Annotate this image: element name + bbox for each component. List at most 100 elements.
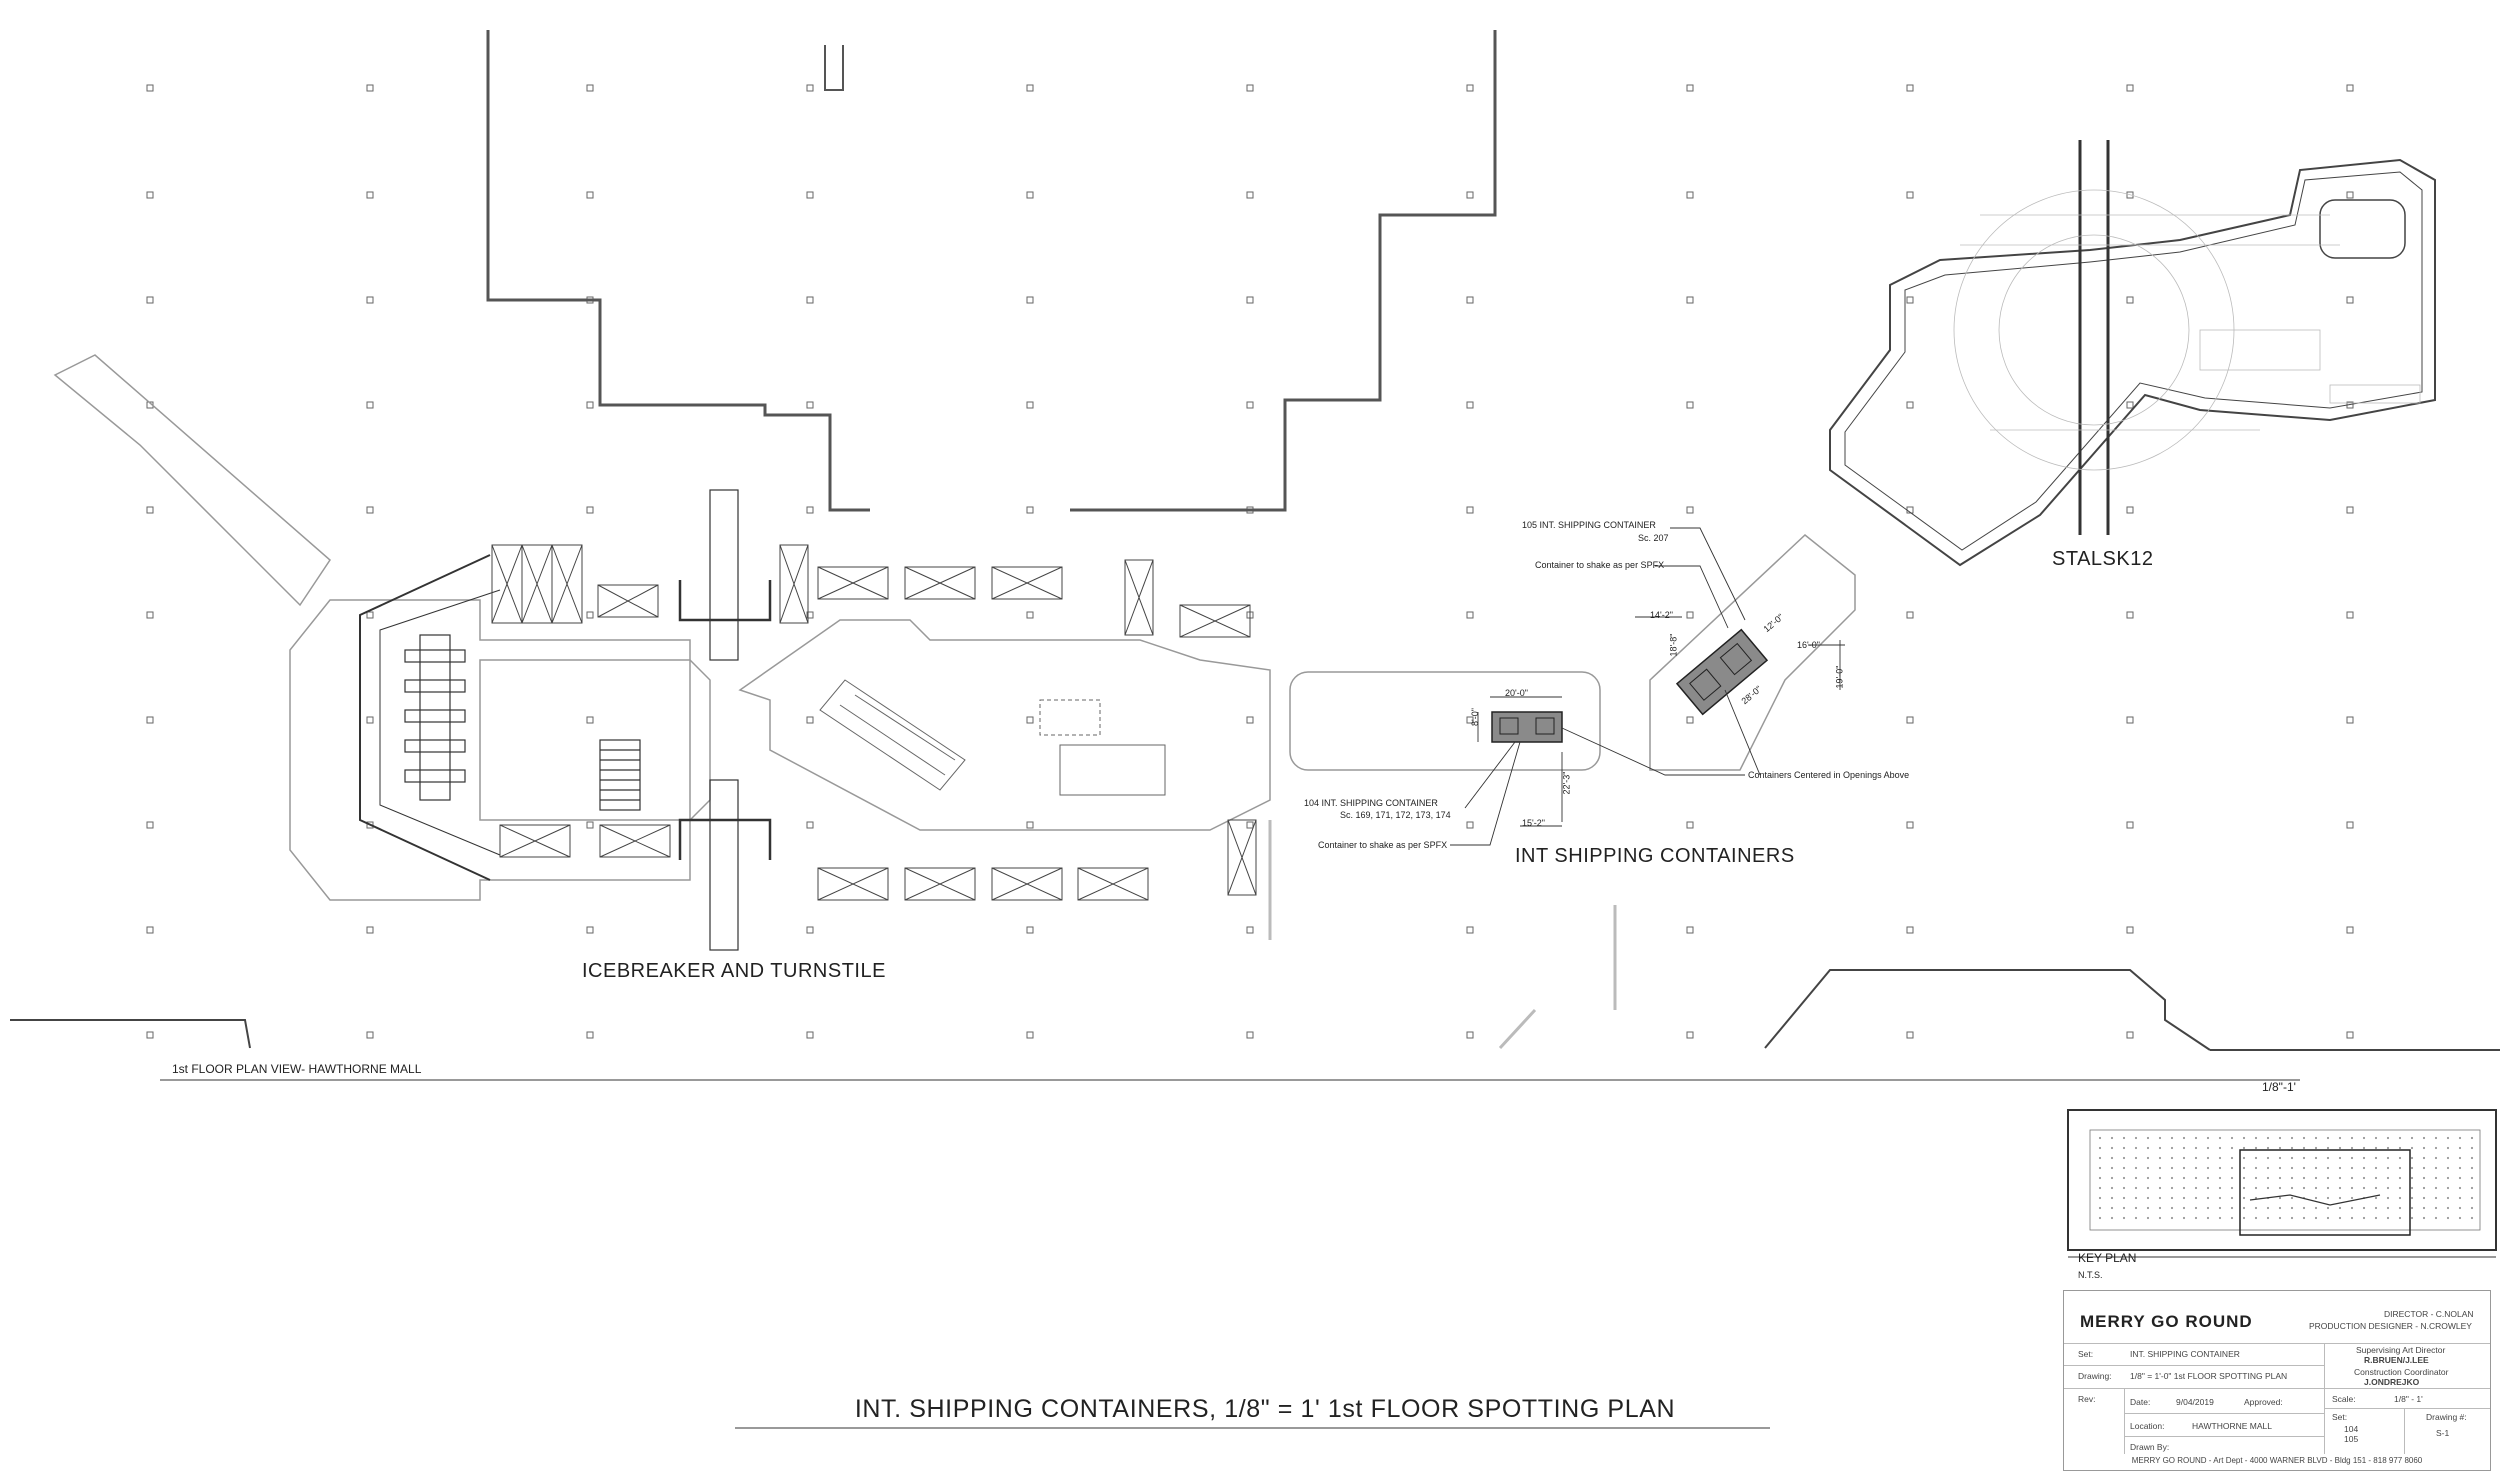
drawing-number-label: Drawing #: xyxy=(2426,1412,2467,1422)
callout-105-title: 105 INT. SHIPPING CONTAINER xyxy=(1522,520,1656,530)
column-marker xyxy=(1466,716,1474,724)
key-plan-label: KEY PLAN xyxy=(2078,1251,2137,1265)
dimension-label: 15'-2" xyxy=(1522,818,1545,828)
display-box xyxy=(817,867,889,901)
key-plan-dot xyxy=(2386,1186,2390,1190)
key-plan-dot xyxy=(2218,1156,2222,1160)
key-plan-dot xyxy=(2170,1216,2174,1220)
key-plan-dot xyxy=(2182,1136,2186,1140)
display-box xyxy=(1077,867,1149,901)
key-plan-dot xyxy=(2314,1166,2318,1170)
key-plan-dot xyxy=(2290,1166,2294,1170)
key-plan-dot xyxy=(2230,1216,2234,1220)
key-plan-dot xyxy=(2278,1156,2282,1160)
container-105 xyxy=(1675,628,1769,716)
column-marker xyxy=(1246,926,1254,934)
key-plan-dot xyxy=(2470,1166,2474,1170)
key-plan-dot xyxy=(2398,1216,2402,1220)
key-plan-dot xyxy=(2278,1136,2282,1140)
key-plan-dot xyxy=(2122,1216,2126,1220)
key-plan-dot xyxy=(2242,1156,2246,1160)
column-marker xyxy=(2126,821,2134,829)
key-plan-dot xyxy=(2326,1196,2330,1200)
key-plan-dot xyxy=(2194,1146,2198,1150)
key-plan-dot xyxy=(2242,1206,2246,1210)
key-plan-dot xyxy=(2266,1176,2270,1180)
key-plan-dot xyxy=(2386,1156,2390,1160)
key-plan-dot xyxy=(2458,1156,2462,1160)
sad-value: R.BRUEN/J.LEE xyxy=(2364,1355,2429,1365)
key-plan-dot xyxy=(2266,1216,2270,1220)
key-plan-dot xyxy=(2374,1146,2378,1150)
key-plan-dot xyxy=(2242,1136,2246,1140)
key-plan-dot xyxy=(2386,1206,2390,1210)
key-plan-dot xyxy=(2302,1176,2306,1180)
key-plan-dot xyxy=(2278,1146,2282,1150)
key-plan-dot xyxy=(2314,1136,2318,1140)
key-plan-dot xyxy=(2098,1186,2102,1190)
dimension-label: 16'-0" xyxy=(1797,640,1820,650)
key-plan-dot xyxy=(2158,1146,2162,1150)
column-marker xyxy=(146,926,154,934)
key-plan-dot xyxy=(2170,1166,2174,1170)
key-plan-dot xyxy=(2158,1166,2162,1170)
column-marker xyxy=(2126,611,2134,619)
key-plan-dot xyxy=(2410,1176,2414,1180)
key-plan-dot xyxy=(2314,1196,2318,1200)
column-marker xyxy=(2126,296,2134,304)
drawn-by-label: Drawn By: xyxy=(2130,1442,2170,1452)
column-marker xyxy=(1246,1031,1254,1039)
key-plan-dot xyxy=(2098,1196,2102,1200)
key-plan-dot xyxy=(2254,1176,2258,1180)
key-plan-dot xyxy=(2314,1146,2318,1150)
callout-104-scenes: Sc. 169, 171, 172, 173, 174 xyxy=(1340,810,1451,820)
key-plan-dot xyxy=(2470,1206,2474,1210)
display-box xyxy=(991,867,1063,901)
drawing-title: INT. SHIPPING CONTAINERS, 1/8" = 1' 1st … xyxy=(854,1395,1676,1423)
column-marker xyxy=(2126,926,2134,934)
key-plan-dot xyxy=(2398,1156,2402,1160)
key-plan-dot xyxy=(2254,1136,2258,1140)
key-plan-dot xyxy=(2146,1166,2150,1170)
key-plan-dot xyxy=(2350,1216,2354,1220)
key-plan-dot xyxy=(2338,1216,2342,1220)
key-plan-dot xyxy=(2386,1146,2390,1150)
key-plan-dot xyxy=(2110,1206,2114,1210)
key-plan-dot xyxy=(2302,1166,2306,1170)
key-plan-dot xyxy=(2458,1186,2462,1190)
key-plan-dot xyxy=(2386,1166,2390,1170)
key-plan-dot xyxy=(2266,1146,2270,1150)
key-plan-dot xyxy=(2122,1136,2126,1140)
key-plan-dot xyxy=(2098,1216,2102,1220)
key-plan-dot xyxy=(2470,1196,2474,1200)
key-plan-dot xyxy=(2146,1136,2150,1140)
leader-lines xyxy=(1450,527,1845,846)
key-plan-dot xyxy=(2362,1206,2366,1210)
key-plan-dot xyxy=(2314,1176,2318,1180)
key-plan-dot xyxy=(2134,1206,2138,1210)
stalsk12-towers xyxy=(2078,140,2110,535)
director: DIRECTOR - C.NOLAN xyxy=(2384,1309,2474,1319)
key-plan-dot xyxy=(2170,1156,2174,1160)
key-plan-dot xyxy=(2398,1176,2402,1180)
scale-value: 1/8" - 1' xyxy=(2394,1394,2423,1404)
key-plan-dot xyxy=(2242,1196,2246,1200)
column-marker xyxy=(2346,506,2354,514)
key-plan-dot xyxy=(2098,1136,2102,1140)
key-plan-dot xyxy=(2434,1196,2438,1200)
key-plan-dot xyxy=(2122,1166,2126,1170)
column-marker xyxy=(2346,716,2354,724)
column-marker xyxy=(1026,296,1034,304)
container-104 xyxy=(1491,711,1563,743)
column-marker xyxy=(1686,506,1694,514)
key-plan-dot xyxy=(2110,1216,2114,1220)
key-plan-dot xyxy=(2386,1176,2390,1180)
display-box xyxy=(991,566,1063,600)
key-plan-dot xyxy=(2110,1136,2114,1140)
key-plan-dot xyxy=(2206,1186,2210,1190)
column-marker xyxy=(1026,506,1034,514)
key-plan-dot xyxy=(2362,1186,2366,1190)
key-plan-dot xyxy=(2374,1206,2378,1210)
key-plan-dot xyxy=(2326,1146,2330,1150)
key-plan-dot xyxy=(2350,1196,2354,1200)
